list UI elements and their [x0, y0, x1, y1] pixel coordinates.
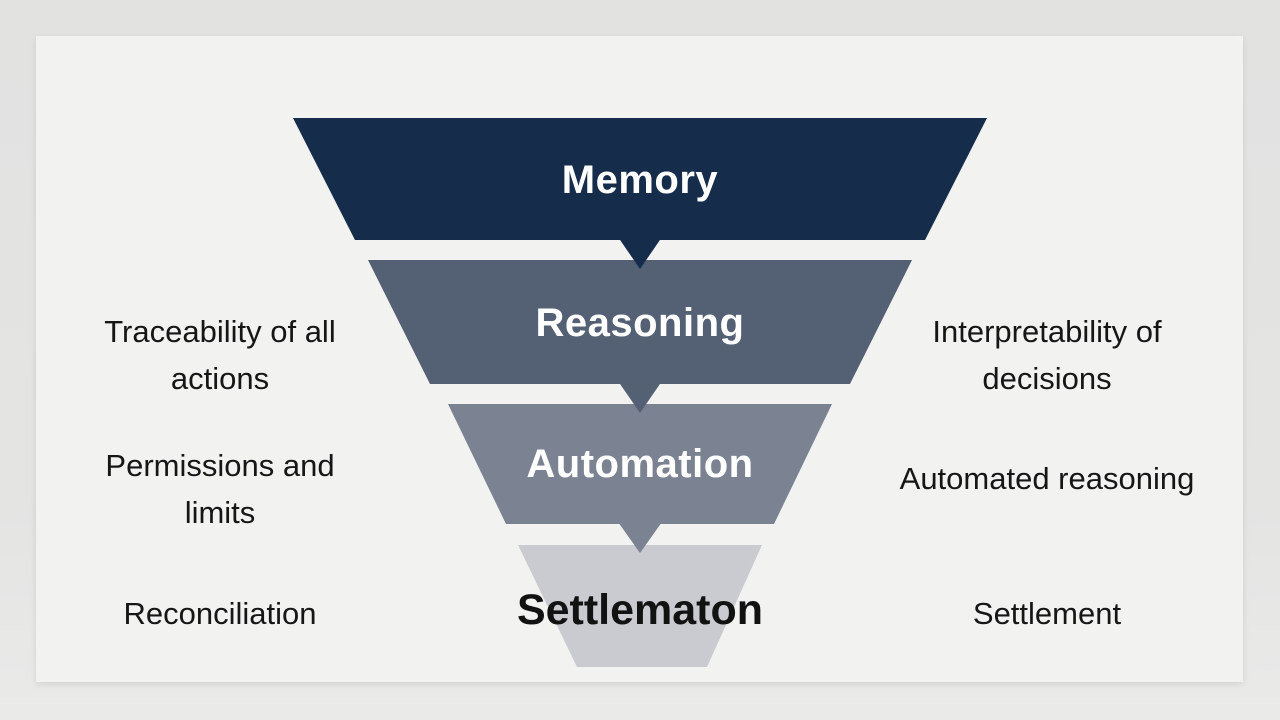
side-label-permissions: Permissions and limits [105, 448, 335, 530]
side-label-interpretability: Interpretability of decisions [932, 314, 1162, 396]
funnel-level-settlematon-label: Settlematon [516, 586, 764, 634]
funnel-level-automation-shape [448, 404, 832, 524]
side-label-traceability: Traceability of all actions [104, 314, 336, 396]
funnel-level-memory-label: Memory [561, 158, 719, 202]
funnel-level-memory-shape [293, 118, 987, 240]
funnel-level-automation-label: Automation [526, 442, 754, 486]
side-label-automated-reasoning: Automated reasoning [899, 461, 1195, 496]
funnel-level-reasoning-shape [368, 260, 912, 384]
side-label-reconciliation: Reconciliation [123, 596, 317, 631]
funnel-level-reasoning-label: Reasoning [535, 301, 745, 345]
side-label-settlement: Settlement [972, 596, 1122, 631]
